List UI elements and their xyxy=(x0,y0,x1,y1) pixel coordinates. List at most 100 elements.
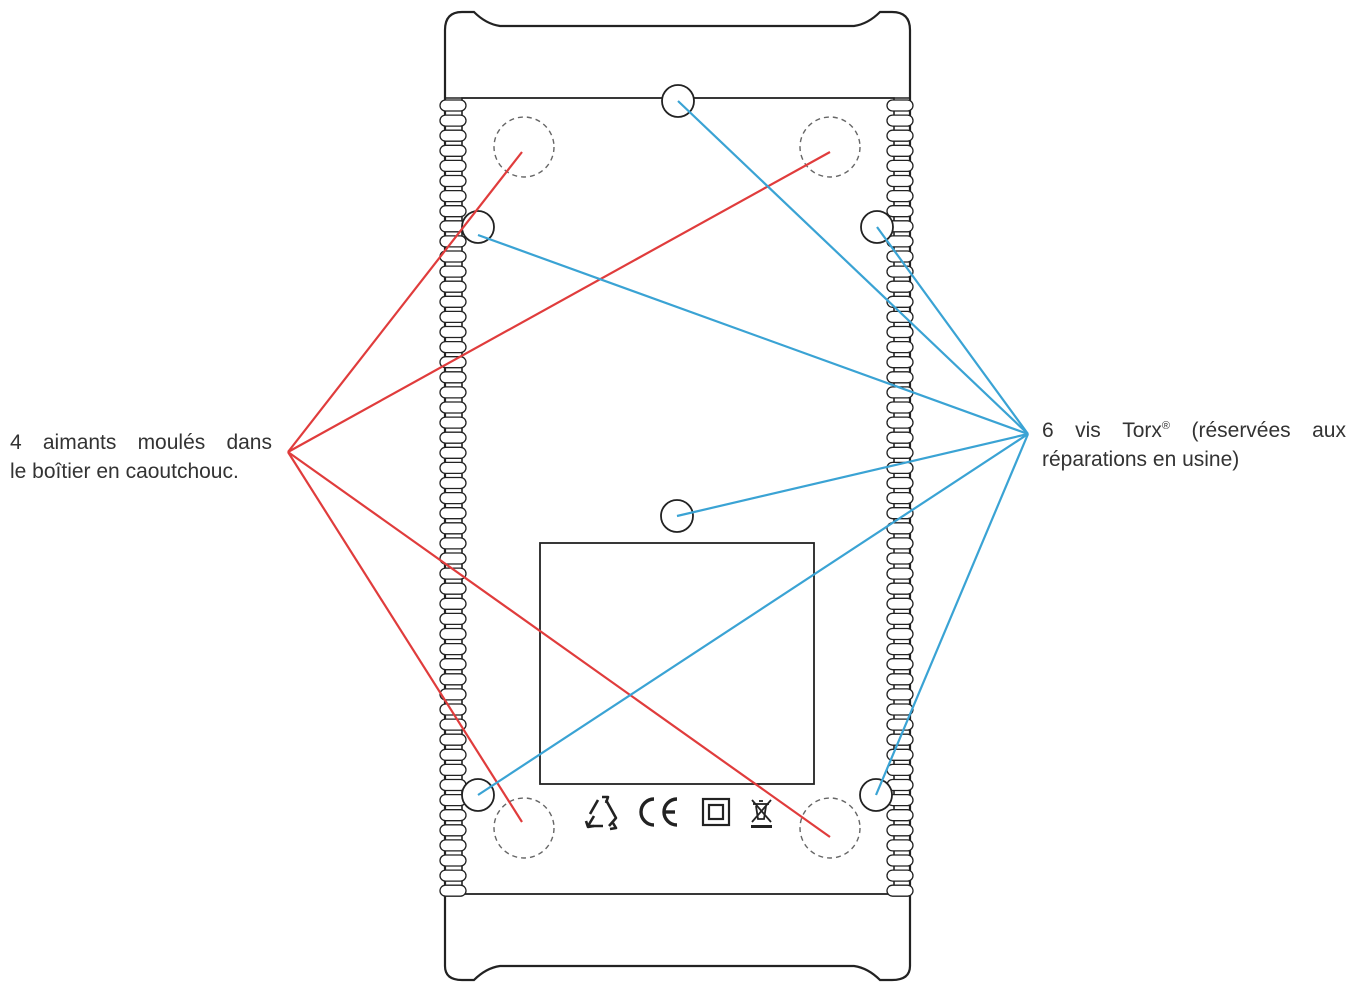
grip-rib-left xyxy=(439,189,467,203)
grip-rib-left xyxy=(439,824,467,837)
grip-rib-left xyxy=(439,371,467,384)
label-word: moulés xyxy=(137,431,206,454)
grip-rib-right xyxy=(886,159,914,173)
grip-rib-left xyxy=(439,673,467,686)
right-grip-ribs xyxy=(886,99,914,897)
grip-rib-right xyxy=(886,658,914,671)
grip-rib-right xyxy=(886,189,914,203)
grip-rib-right xyxy=(886,371,914,384)
screws-label-line1: 6 vis Torx® (réservées aux xyxy=(1042,416,1346,445)
grip-rib-left xyxy=(439,491,467,505)
label-plate xyxy=(539,542,815,785)
grip-rib-right xyxy=(886,114,914,127)
grip-rib-left xyxy=(439,416,467,429)
grip-rib-right xyxy=(886,673,914,686)
grip-rib-left xyxy=(439,295,467,308)
magnet-leader-lines xyxy=(287,151,831,838)
screws-label: 6 vis Torx® (réservées aux réparations e… xyxy=(1042,416,1346,474)
grip-rib-left xyxy=(439,310,467,324)
magnet-bottom-left xyxy=(493,797,555,859)
grip-rib-right xyxy=(886,824,914,837)
grip-rib-left xyxy=(439,627,467,641)
grip-rib-right xyxy=(886,688,914,701)
grip-rib-left xyxy=(439,763,467,777)
magnets-label-line1: 4 aimants moulés dans xyxy=(10,428,272,457)
screws-label-line2: réparations en usine) xyxy=(1042,448,1240,471)
label-word: aux xyxy=(1312,419,1346,442)
magnet-top-right xyxy=(799,116,861,178)
label-word: 4 xyxy=(10,431,22,454)
label-word: dans xyxy=(226,431,272,454)
grip-rib-right xyxy=(886,340,914,354)
grip-rib-left xyxy=(439,386,467,399)
grip-rib-right xyxy=(886,703,914,716)
grip-rib-left xyxy=(439,612,467,626)
recycle-icon xyxy=(584,795,618,831)
grip-rib-left xyxy=(439,159,467,173)
grip-rib-right xyxy=(886,839,914,852)
grip-rib-left xyxy=(439,869,467,882)
grip-rib-left xyxy=(439,476,467,490)
label-word: aimants xyxy=(42,431,117,454)
grip-rib-right xyxy=(886,431,914,444)
grip-rib-right xyxy=(886,854,914,867)
label-word: vis xyxy=(1075,419,1101,442)
trademark-symbol: ® xyxy=(1161,420,1171,432)
grip-rib-left xyxy=(439,854,467,867)
grip-rib-right xyxy=(886,250,914,263)
magnet-top-left xyxy=(493,116,555,178)
grip-rib-left xyxy=(439,446,467,459)
grip-rib-left xyxy=(439,431,467,444)
grip-rib-left xyxy=(439,129,467,142)
grip-rib-left xyxy=(439,114,467,127)
grip-rib-left xyxy=(439,703,467,716)
grip-rib-right xyxy=(886,99,914,112)
grip-rib-left xyxy=(439,658,467,671)
grip-rib-right xyxy=(886,325,914,339)
grip-rib-right xyxy=(886,446,914,459)
grip-rib-left xyxy=(439,174,467,188)
grip-rib-left xyxy=(439,748,467,761)
grip-rib-right xyxy=(886,280,914,293)
grip-rib-right xyxy=(886,642,914,656)
magnets-label: 4 aimants moulés dans le boîtier en caou… xyxy=(10,428,272,486)
grip-rib-left xyxy=(439,340,467,354)
grip-rib-right xyxy=(886,869,914,882)
grip-rib-left xyxy=(439,688,467,701)
grip-rib-right xyxy=(886,476,914,490)
grip-rib-right xyxy=(886,582,914,595)
magnets-label-line2: le boîtier en caoutchouc. xyxy=(10,460,239,483)
grip-rib-left xyxy=(439,265,467,278)
grip-rib-right xyxy=(886,537,914,550)
grip-rib-left xyxy=(439,552,467,565)
grip-rib-right xyxy=(886,809,914,822)
grip-rib-left xyxy=(439,884,467,897)
grip-rib-right xyxy=(886,416,914,429)
grip-rib-left xyxy=(439,597,467,610)
grip-rib-left xyxy=(439,537,467,550)
grip-rib-right xyxy=(886,567,914,580)
label-word: Torx xyxy=(1122,419,1162,442)
back-panel xyxy=(461,97,895,895)
screw-leader-lines xyxy=(477,100,1030,796)
grip-rib-left xyxy=(439,401,467,414)
label-word: (réservées xyxy=(1191,419,1291,442)
grip-rib-left xyxy=(439,205,467,218)
grip-rib-right xyxy=(886,612,914,626)
grip-rib-right xyxy=(886,205,914,218)
grip-rib-right xyxy=(886,491,914,505)
grip-rib-right xyxy=(886,522,914,535)
label-word: 6 xyxy=(1042,419,1054,442)
housing-outline xyxy=(443,10,912,982)
ce-mark-icon xyxy=(639,797,678,827)
grip-rib-right xyxy=(886,884,914,897)
grip-rib-right xyxy=(886,129,914,142)
grip-rib-left xyxy=(439,733,467,746)
left-grip-ribs xyxy=(439,99,467,897)
grip-rib-right xyxy=(886,627,914,641)
grip-rib-left xyxy=(439,461,467,475)
grip-rib-right xyxy=(886,597,914,610)
grip-rib-right xyxy=(886,552,914,565)
label-word-torx: Torx® xyxy=(1122,416,1170,445)
